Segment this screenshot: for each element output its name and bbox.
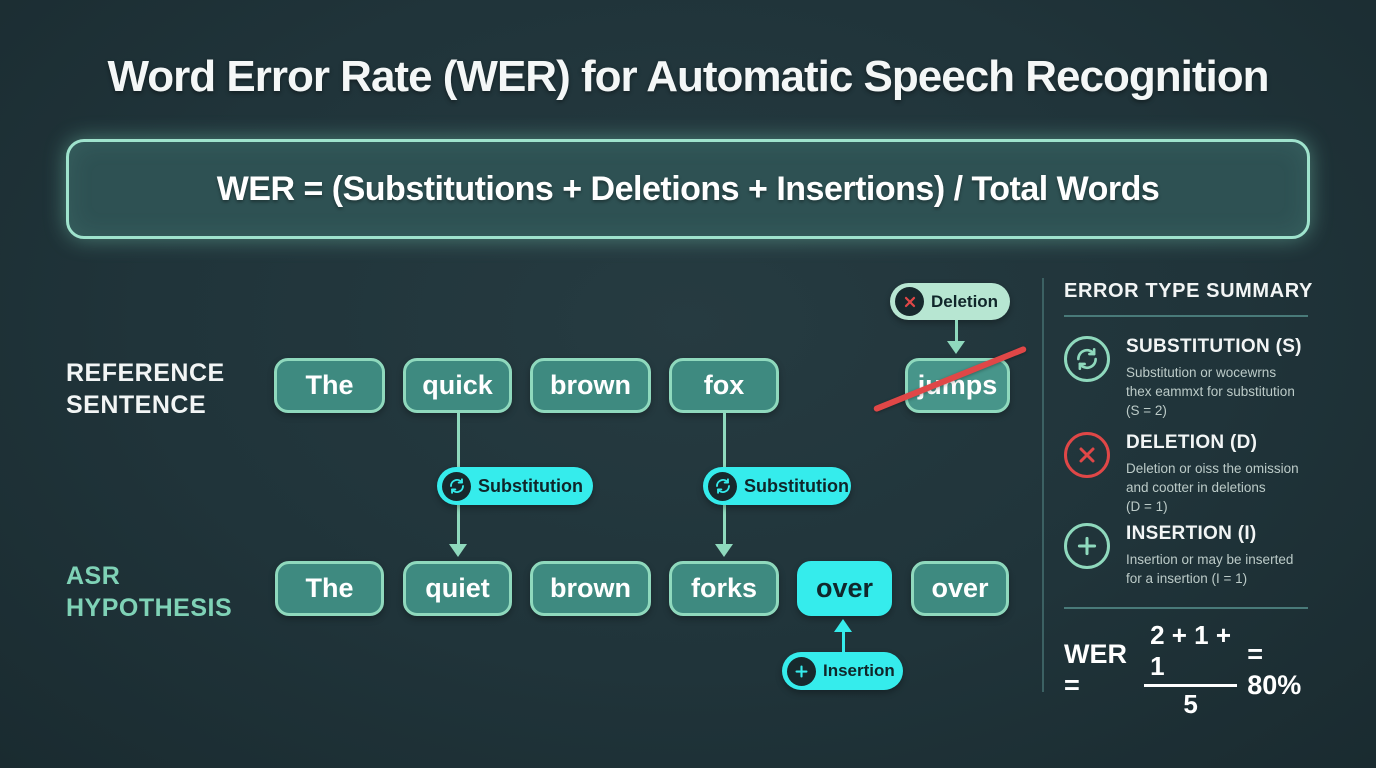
reference-word-quick: quick [403,358,512,413]
insertion-badge-label: Insertion [823,661,895,680]
deletion-badge: Deletion [890,283,1010,320]
x-circle-icon [1064,432,1110,478]
insertion-arrowhead [834,619,852,632]
hypothesis-word-the: The [275,561,384,616]
substitution-badge-1: Substitution [437,467,593,505]
insertion-arrow-line [842,630,845,654]
error-type-summary-heading: ERROR TYPE SUMMARY [1064,280,1313,302]
wer-equation: WER = 2 + 1 + 1 5 = 80% [1064,620,1310,720]
hypothesis-word-over-inserted: over [797,561,892,616]
deletion-arrowhead [947,341,965,354]
deletion-badge-label: Deletion [931,291,999,311]
substitution-badge-label: Substitution [478,475,583,496]
plus-circle-icon [1064,523,1110,569]
equation-result: = 80% [1247,639,1302,700]
hypothesis-word-brown: brown [530,561,651,616]
summary-item-deletion: DELETION (D) Deletion or oiss the omissi… [1064,432,1310,516]
reference-word-the: The [274,358,385,413]
cycle-arrows-icon [442,471,471,501]
cycle-arrows-icon [1064,336,1110,382]
reference-word-jumps: jumps [905,358,1010,413]
wer-formula-text: WER = (Substitutions + Deletions + Inser… [216,169,1160,208]
equation-fraction: 2 + 1 + 1 5 [1144,620,1238,720]
deletion-arrow-line [955,320,958,342]
reference-word-brown: brown [530,358,651,413]
substitution-arrowhead-2 [715,544,733,557]
equation-numerator: 2 + 1 + 1 [1144,620,1238,687]
substitution-summary-title: SUBSTITUTION (S) [1126,336,1302,357]
reference-word-fox: fox [669,358,779,413]
substitution-badge-label: Substitution [744,475,849,496]
deletion-summary-title: DELETION (D) [1126,432,1258,453]
page-title: Word Error Rate (WER) for Automatic Spee… [107,52,1270,101]
summary-divider-top [1064,315,1308,317]
wer-formula-box: WER = (Substitutions + Deletions + Inser… [66,139,1310,239]
plus-circle-icon [787,656,816,686]
reference-sentence-label: REFERENCE SENTENCE [66,359,225,419]
hypothesis-word-quiet: quiet [403,561,512,616]
equation-lhs: WER = [1064,639,1127,700]
x-circle-icon [895,287,924,316]
summary-item-insertion: INSERTION (I) Insertion or may be insert… [1064,523,1310,588]
substitution-badge-2: Substitution [703,467,851,505]
cycle-arrows-icon [708,471,737,501]
hypothesis-word-forks: forks [669,561,779,616]
insertion-badge: Insertion [782,652,903,690]
asr-hypothesis-label: ASR HYPOTHESIS [66,562,233,622]
hypothesis-word-over: over [911,561,1009,616]
substitution-arrowhead-1 [449,544,467,557]
sidebar-divider [1042,278,1044,692]
insertion-summary-title: INSERTION (I) [1126,523,1257,544]
summary-item-substitution: SUBSTITUTION (S) Substitution or wocewrn… [1064,336,1310,420]
summary-divider-bottom [1064,607,1308,609]
equation-denominator: 5 [1183,689,1198,719]
